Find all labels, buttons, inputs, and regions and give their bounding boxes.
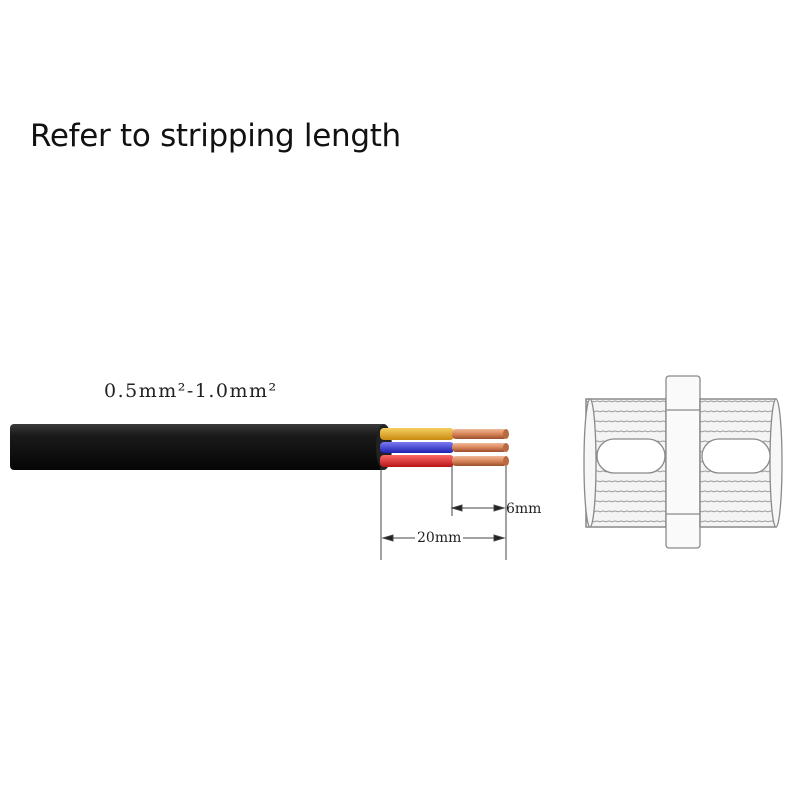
wire-yellow (380, 428, 454, 440)
cable-jacket (10, 424, 392, 470)
wire-cross-section-label: 0.5mm²-1.0mm² (104, 380, 278, 402)
wire-red (380, 455, 454, 467)
strip-length-6mm-label: 6mm (506, 501, 542, 517)
copper-conductors (452, 429, 509, 466)
diagram-title: Refer to stripping length (30, 118, 401, 154)
jacket-strip-20mm-label: 20mm (415, 530, 464, 546)
dimension-6mm (450, 466, 507, 560)
wire-blue (380, 442, 454, 453)
dimension-20mm (380, 468, 506, 560)
threaded-connector (583, 375, 783, 549)
